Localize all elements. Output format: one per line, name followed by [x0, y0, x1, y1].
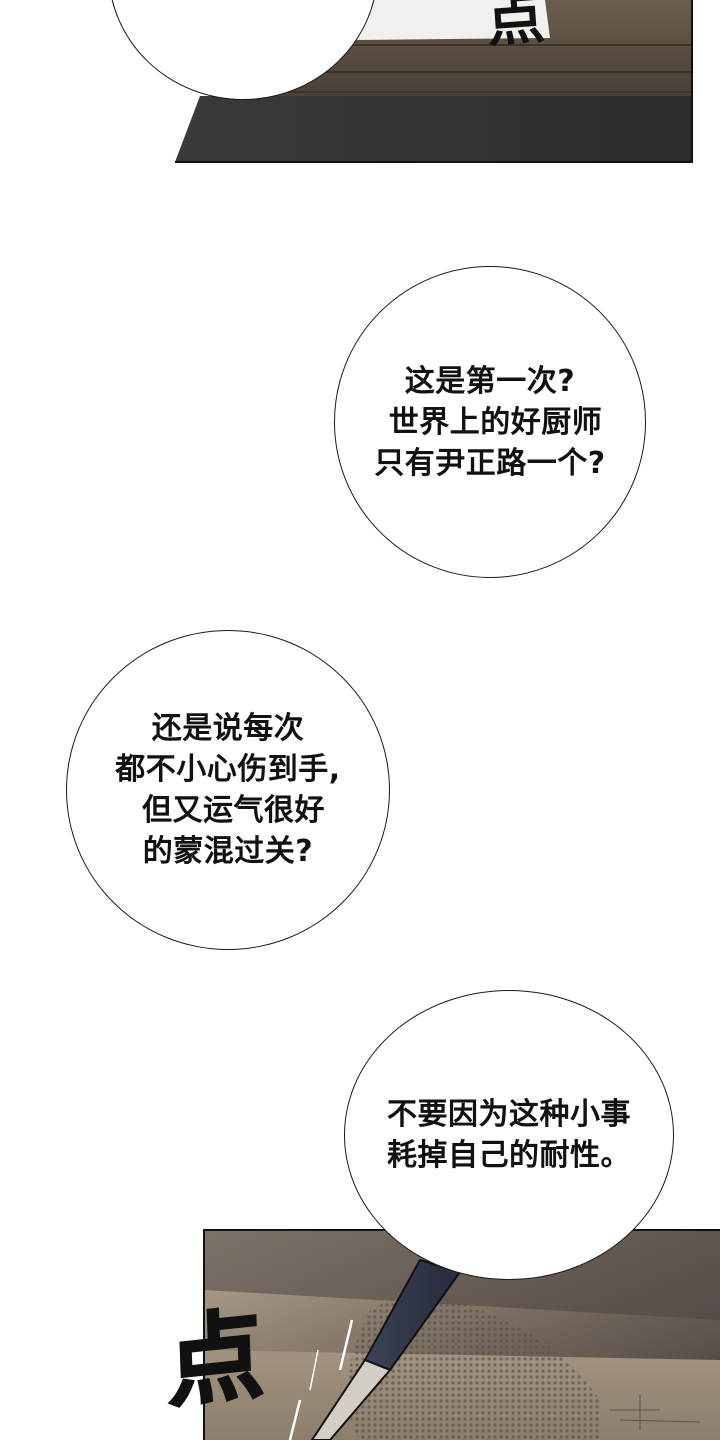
speech-bubble-2-text: 还是说每次 都不小心伤到手, 但又运气很好 的蒙混过关?: [115, 711, 341, 869]
panel-bottom-artwork: [203, 1229, 720, 1440]
speech-bubble-1-text: 这是第一次? 世界上的好厨师 只有尹正路一个?: [374, 363, 606, 481]
knife-blade: [310, 1358, 392, 1440]
speech-bubble-2: 还是说每次 都不小心伤到手, 但又运气很好 的蒙混过关?: [66, 630, 390, 950]
sound-effect-bottom: 点: [164, 1297, 267, 1423]
sound-effect-top: 点: [484, 0, 547, 55]
comic-panel-bottom: [0, 1200, 720, 1440]
speech-bubble-3-text: 不要因为这种小事 耗掉自己的耐性。: [387, 1097, 631, 1173]
paper-sheet: [350, 0, 550, 40]
speech-bubble-1: 这是第一次? 世界上的好厨师 只有尹正路一个?: [334, 266, 646, 578]
dark-foreground: [175, 96, 692, 162]
speech-bubble-3: 不要因为这种小事 耗掉自己的耐性。: [344, 990, 674, 1280]
